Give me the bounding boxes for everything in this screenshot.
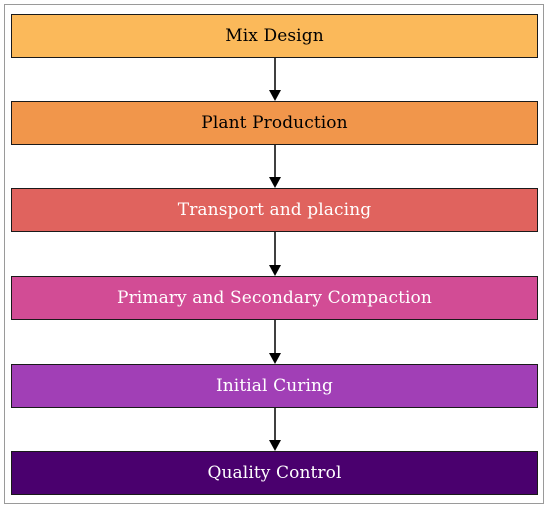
- step-mix-design: Mix Design: [11, 14, 538, 58]
- step-transport-and-placing: Transport and placing: [11, 188, 538, 232]
- step-compaction: Primary and Secondary Compaction: [11, 276, 538, 320]
- step-plant-production: Plant Production: [11, 101, 538, 145]
- step-initial-curing: Initial Curing: [11, 364, 538, 408]
- step-label-initial-curing: Initial Curing: [215, 376, 334, 396]
- step-quality-control: Quality Control: [11, 451, 538, 495]
- step-label-compaction: Primary and Secondary Compaction: [117, 288, 432, 308]
- step-label-quality-control: Quality Control: [207, 463, 342, 483]
- step-label-mix-design: Mix Design: [225, 26, 324, 46]
- step-label-transport-and-placing: Transport and placing: [177, 200, 372, 220]
- diagram-frame: [4, 4, 544, 504]
- step-label-plant-production: Plant Production: [201, 113, 348, 133]
